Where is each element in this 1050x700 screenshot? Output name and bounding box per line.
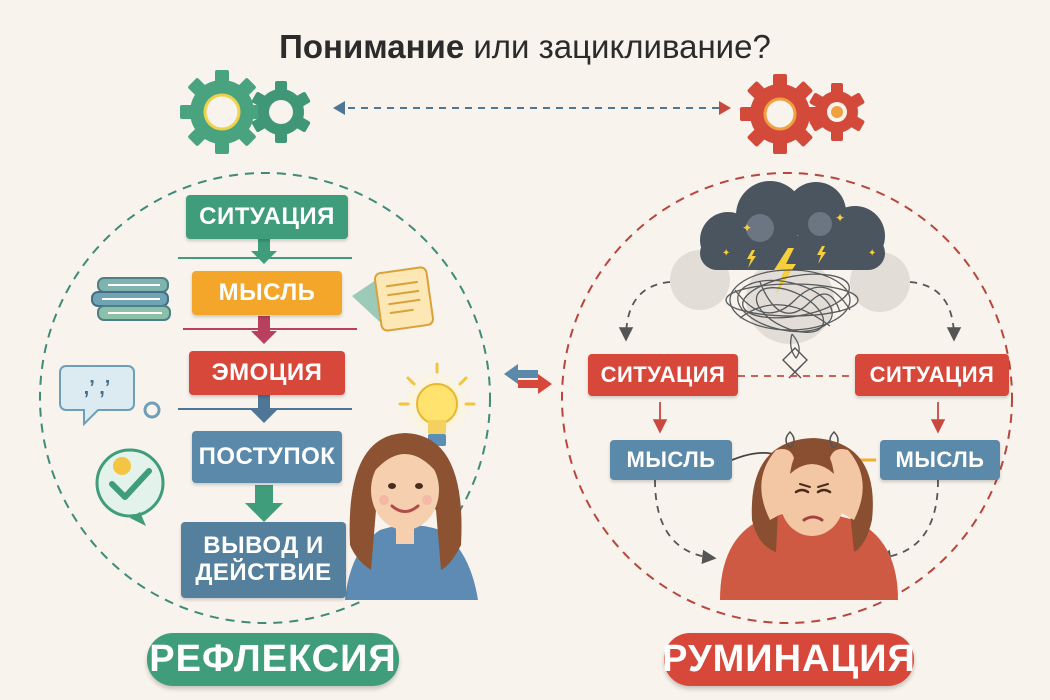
svg-text:✦: ✦ (835, 211, 845, 225)
rumination-situation-left: СИТУАЦИЯ (588, 354, 738, 396)
conclusion-line-2: ДЕЙСТВИЕ (195, 559, 332, 586)
rumination-situation-right: СИТУАЦИЯ (855, 354, 1009, 396)
reflection-circle (39, 172, 491, 624)
title-rest: или зацикливание? (464, 28, 771, 65)
reflection-label: РЕФЛЕКСИЯ (147, 633, 399, 686)
gear-icon (740, 74, 865, 154)
reflection-step-emotion: ЭМОЦИЯ (189, 351, 345, 395)
rumination-thought-left: МЫСЛЬ (610, 440, 732, 480)
svg-text:✦: ✦ (742, 221, 752, 235)
woman-stressed-illustration (720, 430, 898, 600)
svg-text:✦: ✦ (722, 248, 730, 259)
svg-text:✦: ✦ (868, 248, 876, 259)
svg-text:,’ ,’: ,’ ,’ (84, 377, 111, 399)
rumination-label: РУМИНАЦИЯ (662, 633, 915, 686)
conclusion-line-1: ВЫВОД И (203, 532, 324, 560)
reflection-step-thought: МЫСЛЬ (192, 271, 342, 315)
title-bold: Понимание (279, 28, 465, 65)
gear-icon (180, 70, 311, 154)
flow-arrows (245, 236, 283, 522)
storm-cloud-icon: ✦ ✦ ✦ ✦ (670, 181, 910, 379)
woman-smiling-illustration (345, 433, 478, 600)
top-connector-arrow (333, 101, 731, 115)
reflection-step-action: ПОСТУПОК (192, 431, 342, 483)
rumination-circle (561, 172, 1013, 624)
rumination-loops (618, 281, 962, 565)
chat-bubble-icon: ,’ ,’ (59, 365, 161, 427)
page-title: Понимание или зацикливание? (0, 28, 1050, 66)
document-icon (352, 266, 435, 332)
reflection-step-situation: СИТУАЦИЯ (186, 195, 348, 239)
book-stack-icon (91, 277, 171, 321)
lightbulb-icon (398, 362, 476, 446)
reflection-conclusion: ВЫВОД И ДЕЙСТВИЕ (181, 522, 346, 598)
checkmark-bubble-icon (95, 448, 165, 526)
rumination-thought-right: МЫСЛЬ (880, 440, 1000, 480)
double-arrow-icon (504, 364, 552, 394)
